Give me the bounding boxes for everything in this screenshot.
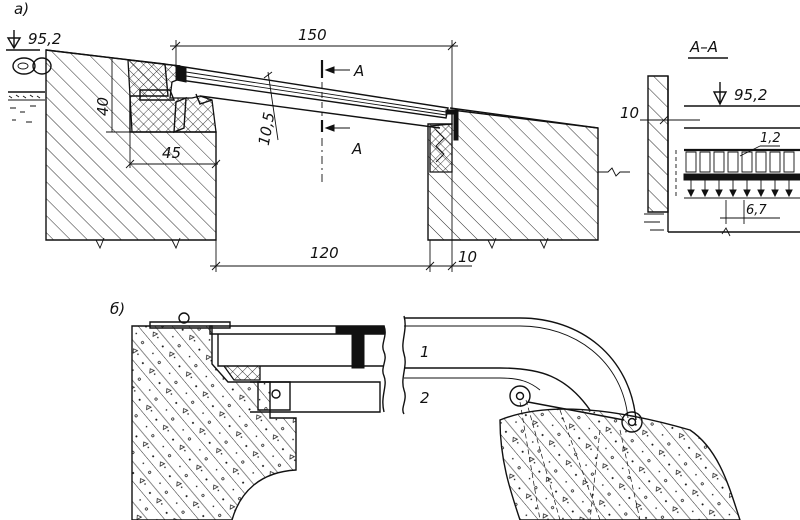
break-line-left-half (382, 325, 386, 413)
figure-b: б) 1 2 (110, 300, 741, 520)
section-mark-top: A (353, 62, 364, 80)
dimension-40: 40 (94, 58, 130, 133)
deck-plate-assembly (209, 325, 385, 413)
left-concrete-base (131, 325, 297, 520)
section-dim-1-2: 1,2 (739, 131, 781, 157)
dim-10-bottom-text: 10 (458, 248, 477, 266)
panel-label-a: а) (14, 0, 29, 18)
left-anchor-black (175, 65, 187, 83)
elevation-left-text: 95,2 (28, 30, 61, 48)
dim-40-text: 40 (94, 97, 112, 116)
dim-150-text: 150 (298, 26, 327, 44)
left-seal-strip (173, 96, 187, 134)
section-dim-10-text: 10 (620, 104, 639, 122)
anchor-bars (519, 399, 641, 520)
label-1: 1 (420, 343, 430, 361)
section-title: A–A (689, 38, 718, 56)
section-mark-bottom: A (351, 140, 362, 158)
section-dim-1-2-text: 1,2 (760, 131, 781, 146)
comb-plate (675, 148, 800, 199)
top-bolt (178, 312, 190, 324)
expansion-plate (175, 65, 449, 129)
dim-10-5-text: 10,5 (255, 111, 279, 147)
section-dim-6-7: 6,7 (720, 200, 780, 224)
right-filler-block (429, 123, 453, 173)
dimension-10-5: 10,5 (255, 71, 279, 147)
soil-left (8, 91, 45, 123)
dim-120-text: 120 (310, 244, 339, 262)
panel-label-b: б) (110, 300, 125, 318)
label-2: 2 (420, 389, 430, 407)
right-joint-seal (435, 129, 445, 163)
dimension-120: 120 10 (210, 172, 477, 272)
section-wall (647, 75, 669, 213)
pin-right-left (509, 385, 531, 407)
elevation-mark-left: 95,2 (6, 30, 61, 51)
section-dim-10: 10 (620, 104, 700, 125)
left-seal-gap (139, 89, 176, 101)
break-line-right (598, 167, 630, 177)
figure-a: а) 95,2 (6, 0, 630, 272)
section-elevation-text: 95,2 (734, 86, 767, 104)
section-elevation-mark: 95,2 (684, 82, 800, 107)
section-dim-6-7-text: 6,7 (746, 203, 767, 218)
right-anchor-black (445, 109, 459, 141)
curved-plate: 1 2 (404, 317, 637, 421)
dim-45-text: 45 (162, 144, 181, 162)
section-a-a: A–A 95,2 10 (620, 38, 800, 237)
break-line-right-half (402, 315, 406, 415)
section-cut-line: A A (320, 60, 364, 182)
pin-left (271, 389, 281, 399)
dimension-150: 150 (170, 26, 458, 108)
break-marks (95, 237, 549, 250)
dimension-45: 45 (125, 132, 221, 169)
right-concrete-mass (499, 408, 741, 520)
